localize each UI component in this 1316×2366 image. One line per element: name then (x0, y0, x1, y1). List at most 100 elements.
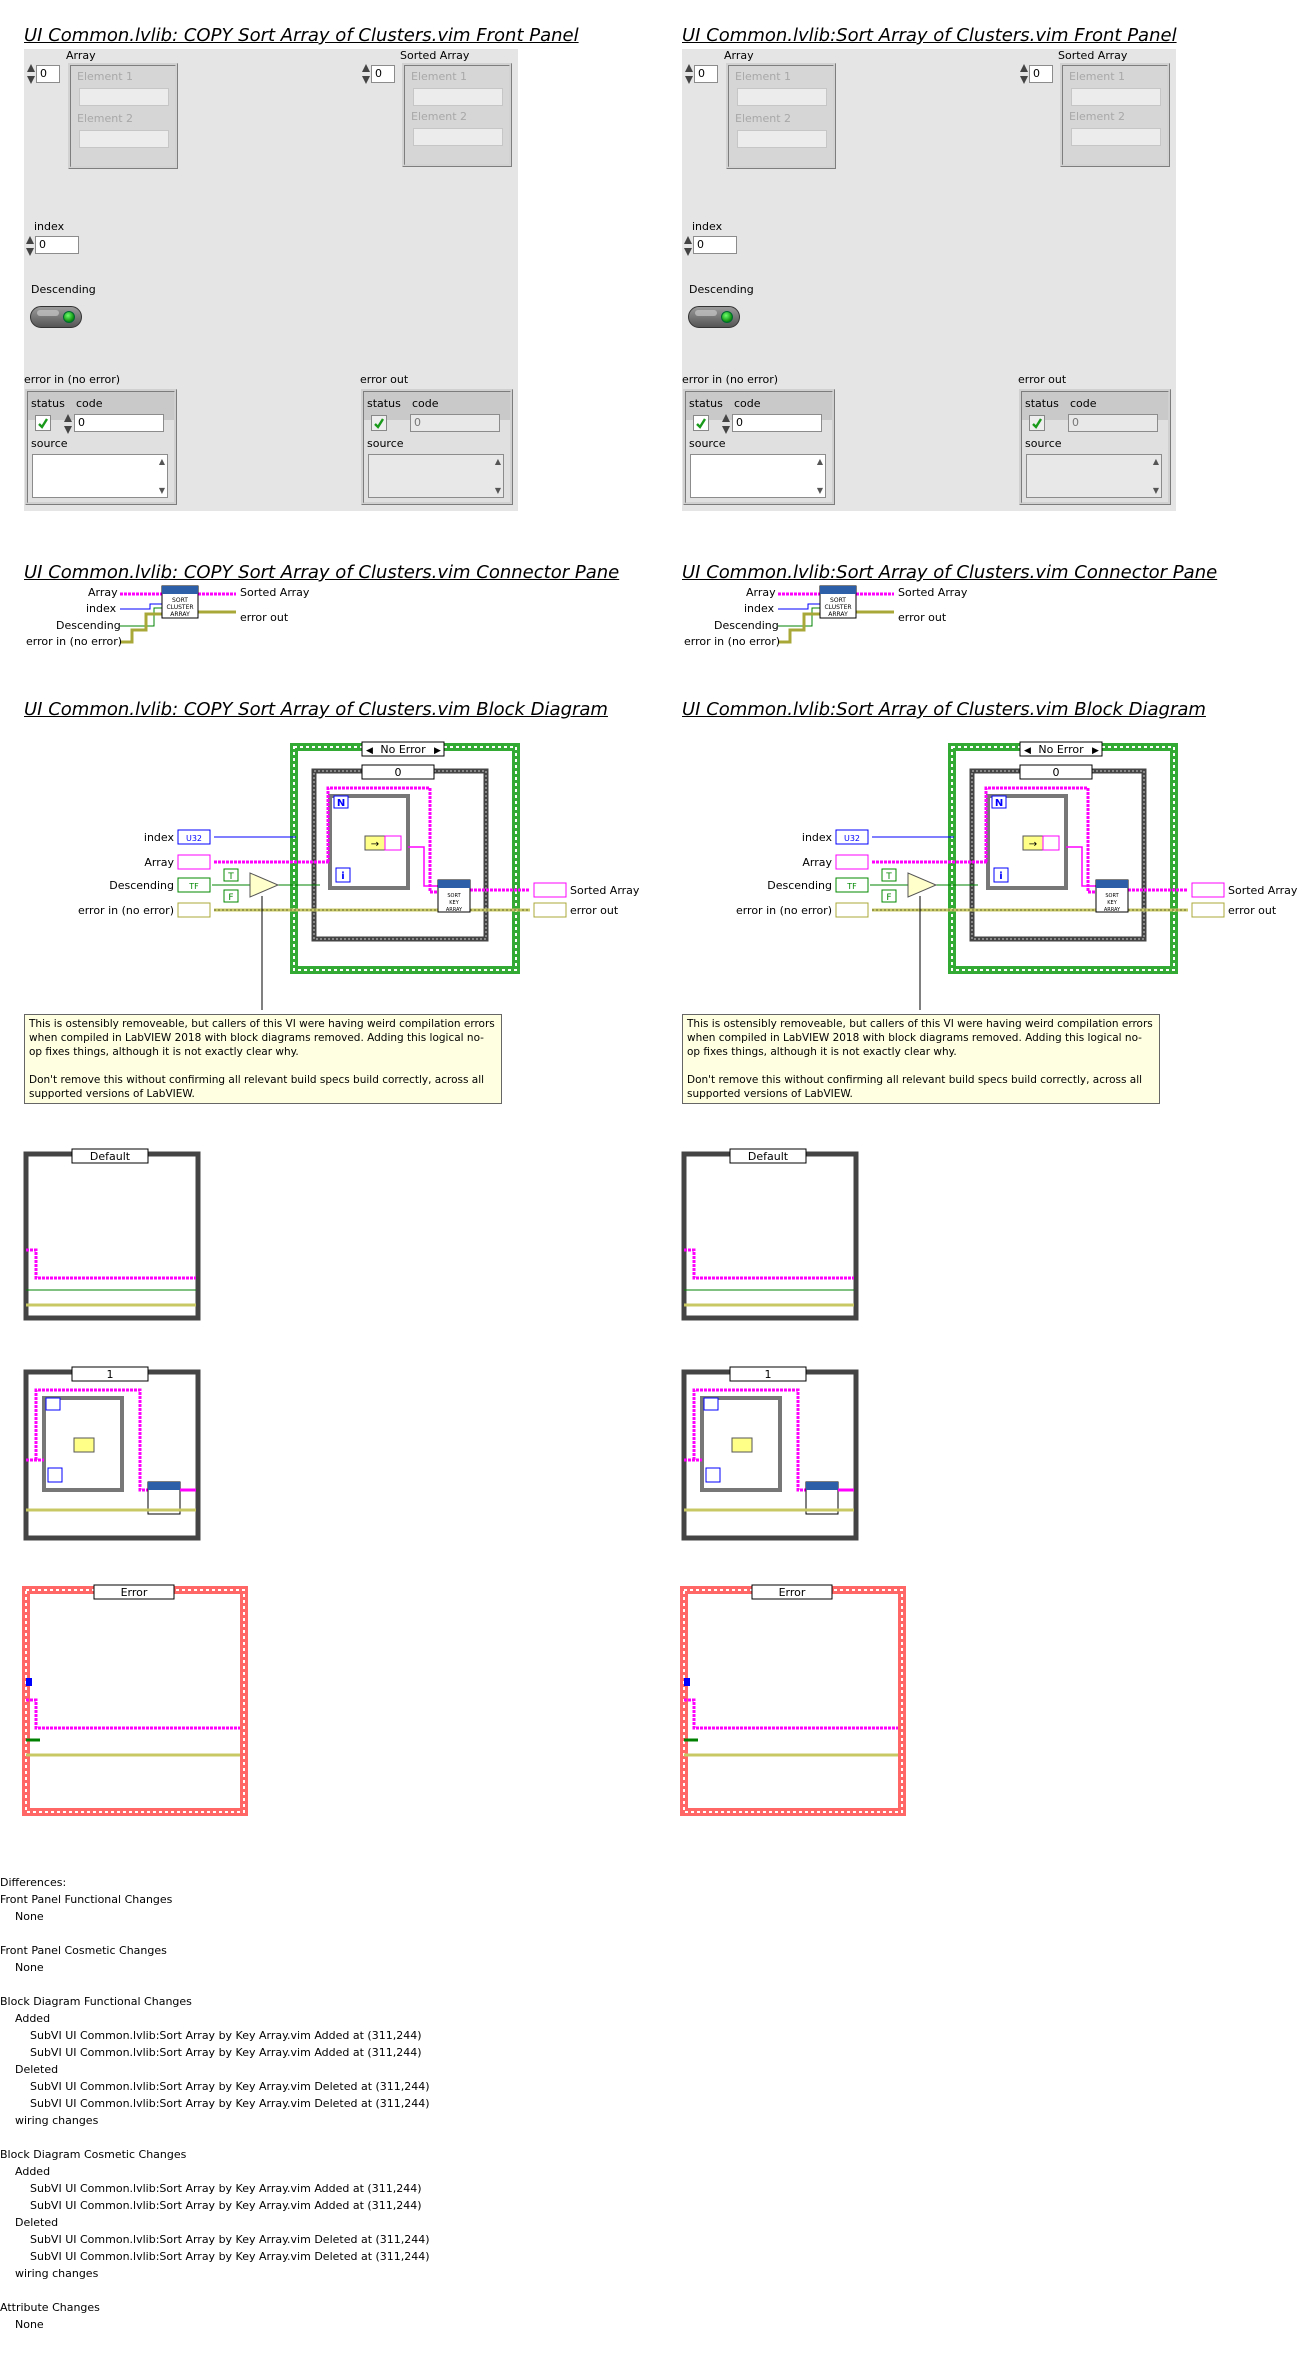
sorted-index-input[interactable]: 0 (371, 65, 395, 83)
error-out-source-indicator: ▲▼ (368, 454, 504, 498)
array-index-input[interactable]: 0 (694, 65, 718, 83)
diff-deleted-item: SubVI UI Common.lvlib:Sort Array by Key … (30, 2233, 430, 2246)
element2-field[interactable] (737, 130, 827, 148)
diff-fp-cosmetic: Front Panel Cosmetic Changes (0, 1944, 167, 1957)
element1-label: Element 1 (735, 70, 792, 83)
sorted-array-label: Sorted Array (1058, 49, 1128, 62)
conn-error-in-label: error in (no error) (26, 635, 123, 648)
loop-i-terminal: i (341, 871, 344, 882)
bd-descending-label: Descending (109, 879, 174, 892)
case-no-error-selector[interactable]: No Error (1038, 743, 1084, 756)
element2-label: Element 2 (735, 112, 792, 125)
error-in-label: error in (no error) (24, 373, 121, 386)
conn-descending-label: Descending (56, 619, 121, 632)
case-default-selector[interactable]: Default (748, 1150, 789, 1163)
diff-fp-cosmetic-value: None (15, 1961, 44, 1974)
case-error-selector[interactable]: Error (121, 1586, 148, 1599)
diff-deleted-item: SubVI UI Common.lvlib:Sort Array by Key … (30, 2250, 430, 2263)
sorted-index-spinner[interactable] (362, 63, 370, 85)
error-out-label: error out (360, 373, 409, 386)
error-in-code-spinner[interactable] (64, 413, 72, 435)
false-constant: F (886, 893, 891, 903)
case-no-error-selector[interactable]: No Error (380, 743, 426, 756)
bd-error-out-label: error out (1228, 904, 1277, 917)
sorted-element1-field (1071, 88, 1161, 106)
case-one-selector[interactable]: 1 (107, 1368, 114, 1381)
array-index-spinner[interactable] (27, 63, 35, 85)
error-out-cluster: status code 0 source ▲▼ (1019, 389, 1171, 505)
right-column: UI Common.lvlib:Sort Array of Clusters.v… (658, 0, 1316, 2366)
sorted-elements-frame: Element 1 Element 2 (402, 63, 512, 167)
error-in-status-label: status (31, 397, 65, 410)
element2-field[interactable] (79, 130, 169, 148)
element2-label: Element 2 (77, 112, 134, 125)
element1-field[interactable] (737, 88, 827, 106)
index-spinner[interactable] (26, 235, 34, 257)
diff-added-item: SubVI UI Common.lvlib:Sort Array by Key … (30, 2029, 422, 2042)
sorted-array-label: Sorted Array (400, 49, 470, 62)
case-error-selector[interactable]: Error (779, 1586, 806, 1599)
error-in-code-input[interactable]: 0 (732, 414, 822, 432)
inner-case-selector[interactable]: 0 (395, 766, 402, 779)
sorted-index-spinner[interactable] (1020, 63, 1028, 85)
array-index-input[interactable]: 0 (36, 65, 60, 83)
block-diagram-title: UI Common.lvlib: COPY Sort Array of Clus… (24, 699, 608, 720)
error-in-code-input[interactable]: 0 (74, 414, 164, 432)
error-in-status-checkbox[interactable] (35, 415, 51, 431)
conn-sorted-array-label: Sorted Array (240, 586, 310, 599)
error-in-source-input[interactable]: ▲▼ (690, 454, 826, 498)
svg-text:ARRAY: ARRAY (828, 611, 848, 618)
descending-label: Descending (689, 283, 754, 296)
error-out-status-indicator (371, 415, 387, 431)
svg-text:ARRAY: ARRAY (170, 611, 190, 618)
conn-sorted-array-label: Sorted Array (898, 586, 968, 599)
error-in-code-label: code (76, 397, 103, 410)
case-one-selector[interactable]: 1 (765, 1368, 772, 1381)
conn-error-in-label: error in (no error) (684, 635, 781, 648)
sorted-element2-label: Element 2 (1069, 110, 1126, 123)
diff-added-label: Added (15, 2012, 51, 2025)
array-index-spinner[interactable] (685, 63, 693, 85)
array-elements-frame: Element 1 Element 2 (726, 63, 836, 169)
svg-text:KEY: KEY (1107, 900, 1117, 906)
error-in-source-input[interactable]: ▲▼ (32, 454, 168, 498)
bd-error-in-label: error in (no error) (78, 904, 174, 917)
diff-deleted-item: SubVI UI Common.lvlib:Sort Array by Key … (30, 2097, 430, 2110)
sorted-element1-field (413, 88, 503, 106)
block-diagram-title: UI Common.lvlib:Sort Array of Clusters.v… (682, 699, 1206, 720)
error-in-code-spinner[interactable] (722, 413, 730, 435)
error-in-status-checkbox[interactable] (693, 415, 709, 431)
error-in-status-label: status (689, 397, 723, 410)
svg-text:▶: ▶ (1092, 746, 1099, 756)
case-default-selector[interactable]: Default (90, 1150, 131, 1163)
descending-toggle[interactable] (688, 306, 740, 328)
error-in-code-label: code (734, 397, 761, 410)
descending-toggle[interactable] (30, 306, 82, 328)
descending-label: Descending (31, 283, 96, 296)
error-out-status-label: status (1025, 397, 1059, 410)
diff-fp-functional: Front Panel Functional Changes (0, 1893, 173, 1906)
bd-array-label: Array (144, 856, 174, 869)
error-out-label: error out (1018, 373, 1067, 386)
error-in-label: error in (no error) (682, 373, 779, 386)
index-label: index (692, 220, 723, 233)
true-constant: T (885, 872, 892, 882)
diff-added-item: SubVI UI Common.lvlib:Sort Array by Key … (30, 2046, 422, 2059)
sorted-index-input[interactable]: 0 (1029, 65, 1053, 83)
index-spinner[interactable] (684, 235, 692, 257)
inner-case-selector[interactable]: 0 (1053, 766, 1060, 779)
sorted-elements-frame: Element 1 Element 2 (1060, 63, 1170, 167)
element1-field[interactable] (79, 88, 169, 106)
svg-text:CLUSTER: CLUSTER (166, 604, 193, 611)
index-input[interactable]: 0 (35, 236, 79, 254)
svg-text:→: → (371, 839, 379, 850)
diff-added-item: SubVI UI Common.lvlib:Sort Array by Key … (30, 2199, 422, 2212)
diff-added-label: Added (15, 2165, 51, 2178)
left-column: UI Common.lvlib: COPY Sort Array of Clus… (22, 25, 640, 1816)
false-constant: F (228, 893, 233, 903)
bd-sorted-array-label: Sorted Array (1228, 884, 1298, 897)
diff-bd-cosmetic: Block Diagram Cosmetic Changes (0, 2148, 187, 2161)
index-input[interactable]: 0 (693, 236, 737, 254)
array-elements-frame: Element 1 Element 2 (68, 63, 178, 169)
conn-index-label: index (86, 602, 117, 615)
